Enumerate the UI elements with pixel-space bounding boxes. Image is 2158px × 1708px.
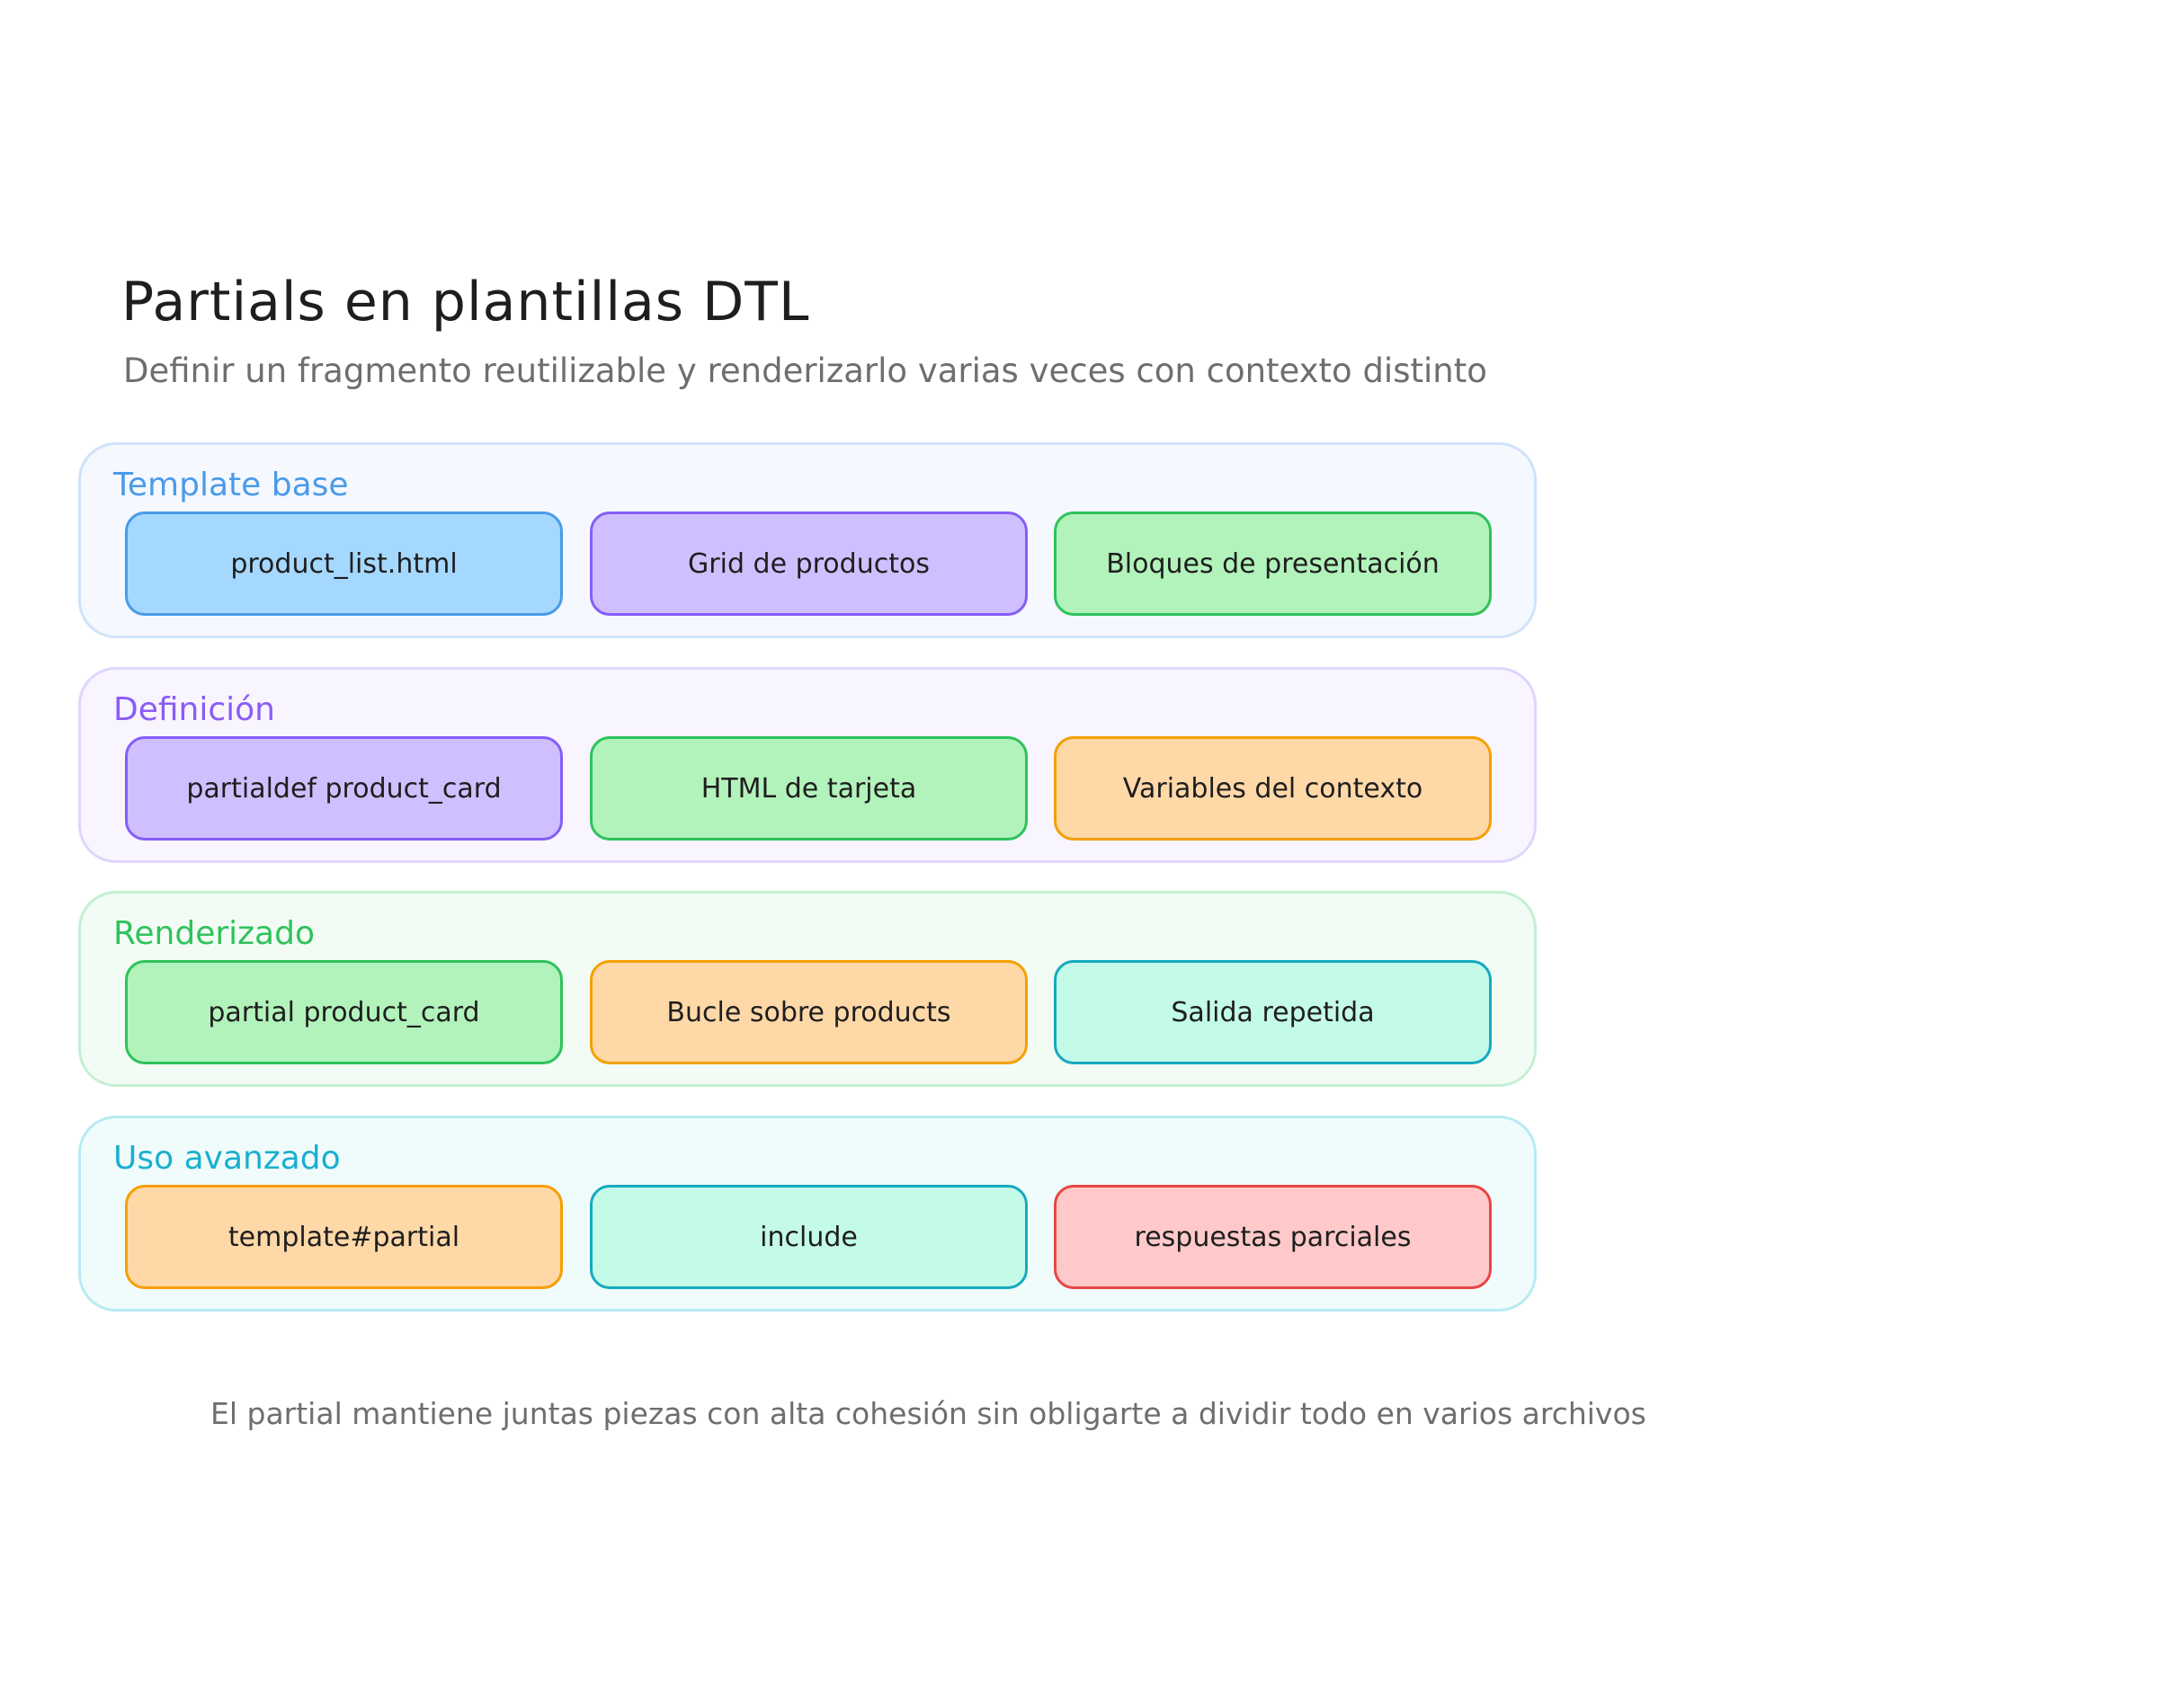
card-respuestas-parciales[interactable]: respuestas parciales [1054, 1185, 1492, 1289]
card-grid-de-productos[interactable]: Grid de productos [590, 512, 1028, 616]
card-partialdef-product-card[interactable]: partialdef product_card [125, 736, 563, 841]
section-renderizado: Renderizado partial product_card Bucle s… [78, 891, 1537, 1087]
card-partial-product-card[interactable]: partial product_card [125, 960, 563, 1064]
section-label: Template base [113, 467, 349, 503]
section-label: Renderizado [113, 915, 315, 952]
section-template-base: Template base product_list.html Grid de … [78, 442, 1537, 638]
diagram-title: Partials en plantillas DTL [121, 271, 810, 334]
card-salida-repetida[interactable]: Salida repetida [1054, 960, 1492, 1064]
card-variables-del-contexto[interactable]: Variables del contexto [1054, 736, 1492, 841]
section-definicion: Definición partialdef product_card HTML … [78, 667, 1537, 863]
section-label: Uso avanzado [113, 1140, 341, 1177]
card-bloques-de-presentacion[interactable]: Bloques de presentación [1054, 512, 1492, 616]
card-bucle-sobre-products[interactable]: Bucle sobre products [590, 960, 1028, 1064]
card-html-de-tarjeta[interactable]: HTML de tarjeta [590, 736, 1028, 841]
diagram-subtitle: Definir un fragmento reutilizable y rend… [123, 351, 1487, 390]
section-label: Definición [113, 691, 275, 728]
footer-note: El partial mantiene juntas piezas con al… [210, 1396, 1646, 1431]
card-include[interactable]: include [590, 1185, 1028, 1289]
card-product-list-html[interactable]: product_list.html [125, 512, 563, 616]
section-uso-avanzado: Uso avanzado template#partial include re… [78, 1116, 1537, 1312]
card-template-partial[interactable]: template#partial [125, 1185, 563, 1289]
